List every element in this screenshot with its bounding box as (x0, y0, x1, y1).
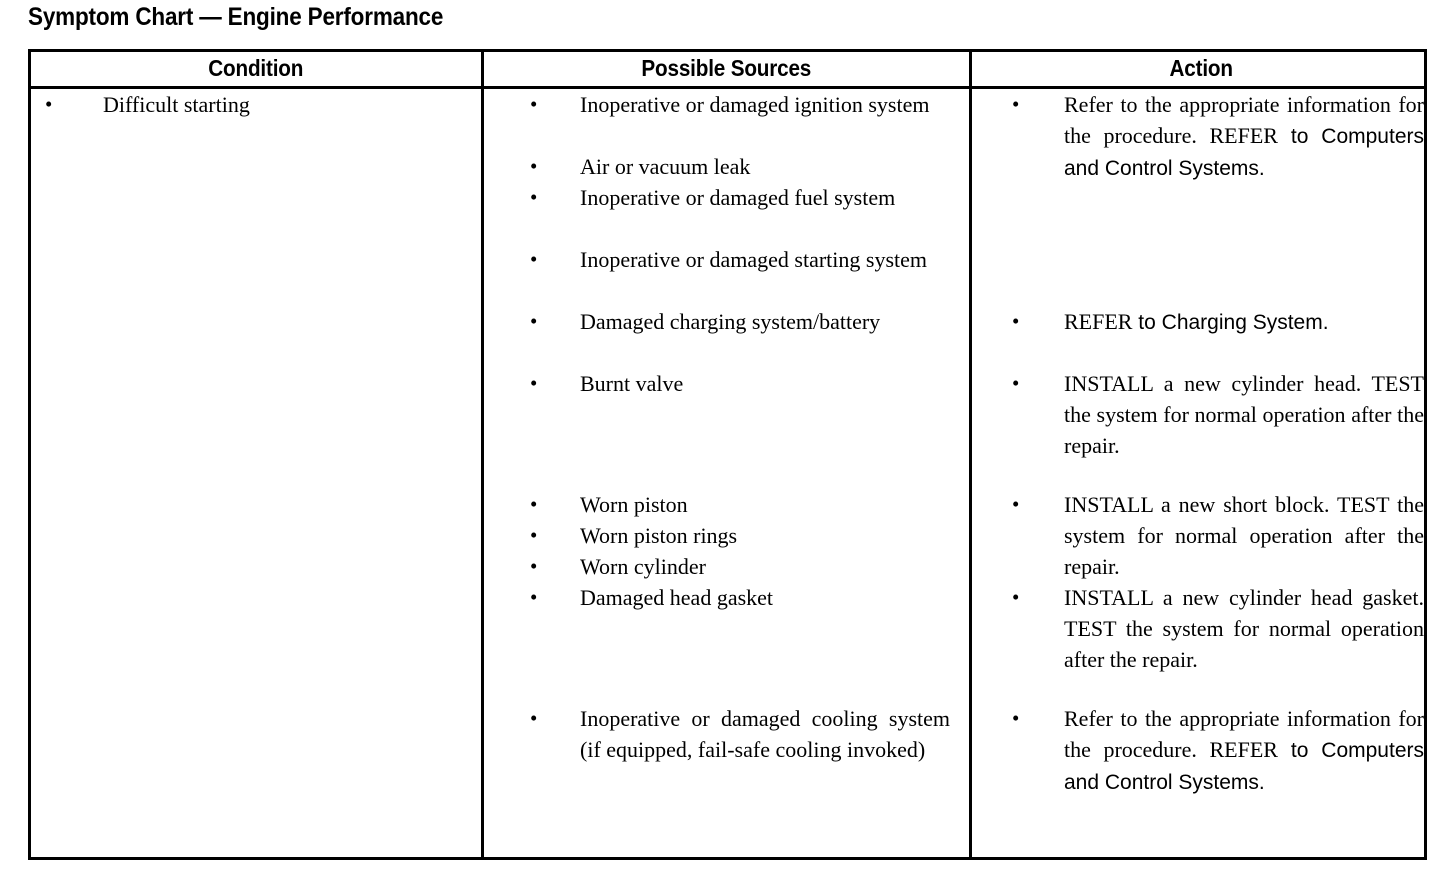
possible-source-item-0: • Inoperative or damaged ignition system (530, 89, 950, 120)
possible-source-item-6: • Worn piston (530, 489, 950, 520)
action-item-2: • INSTALL a new cylinder head. TEST the s… (1012, 368, 1424, 461)
bullet-icon: • (45, 92, 53, 116)
possible-source-item-8: • Worn cylinder (530, 551, 950, 582)
bullet-icon: • (1012, 492, 1020, 516)
action-item-cross-reference: to Charging System. (1132, 311, 1329, 334)
action-item-5: • Refer to the appropriate information fo… (1012, 703, 1424, 798)
bullet-icon: • (530, 185, 538, 209)
action-item-text: INSTALL a new cylinder head. TEST the sy… (1064, 371, 1424, 458)
column-header-possible-sources-label: Possible Sources (641, 55, 812, 81)
action-item-text: REFER to Charging System. (1064, 306, 1424, 338)
bullet-icon: • (1012, 706, 1020, 730)
cell-action: • Refer to the appropriate information fo… (972, 89, 1430, 857)
action-item-lead: Refer to the appropriate information for… (1064, 92, 1424, 148)
page-title: Symptom Chart — Engine Performance (28, 3, 444, 31)
possible-source-item-text: Damaged charging system/battery (580, 309, 881, 334)
column-header-action-label: Action (1169, 55, 1233, 81)
possible-source-item-text: Inoperative or damaged cooling system (i… (580, 706, 950, 762)
possible-source-item-2: • Inoperative or damaged fuel system (530, 182, 950, 213)
bullet-icon: • (530, 92, 538, 116)
column-header-condition: Condition (31, 52, 481, 86)
action-item-cross-reference: to Computers and Control Systems. (1064, 739, 1424, 794)
bullet-icon: • (530, 309, 538, 333)
column-header-condition-label: Condition (208, 55, 304, 81)
possible-source-item-text: Worn piston (580, 492, 688, 517)
column-header-possible-sources: Possible Sources (484, 52, 969, 86)
action-item-cross-reference: to Computers and Control Systems. (1064, 125, 1424, 180)
possible-source-item-1: • Air or vacuum leak (530, 151, 950, 182)
possible-source-item-text: Inoperative or damaged ignition system (580, 92, 930, 117)
header-divider-rule (31, 86, 1424, 89)
cell-condition: • Difficult starting (31, 89, 481, 857)
table-body: • Difficult starting • Inoperative or dama… (31, 89, 1424, 857)
bullet-icon: • (530, 371, 538, 395)
action-item-lead: Refer to the appropriate information for… (1064, 706, 1424, 762)
possible-source-item-text: Inoperative or damaged starting system (580, 247, 928, 272)
symptom-chart-table: Condition Possible Sources Action • Diffi… (28, 49, 1427, 860)
bullet-icon: • (530, 247, 538, 271)
action-item-text: INSTALL a new short block. TEST the syst… (1064, 492, 1424, 579)
bullet-icon: • (1012, 371, 1020, 395)
condition-item-0: • Difficult starting (45, 89, 465, 120)
action-item-0: • Refer to the appropriate information fo… (1012, 89, 1424, 184)
possible-source-item-text: Worn cylinder (580, 554, 706, 579)
bullet-icon: • (530, 492, 538, 516)
possible-source-item-text: Air or vacuum leak (580, 154, 751, 179)
bullet-icon: • (1012, 585, 1020, 609)
condition-item-text: Difficult starting (103, 92, 250, 117)
action-item-4: • INSTALL a new cylinder head gasket. TES… (1012, 582, 1424, 675)
action-item-1: • REFER to Charging System. (1012, 306, 1424, 338)
possible-source-item-9: • Damaged head gasket (530, 582, 950, 613)
possible-source-item-text: Burnt valve (580, 371, 684, 396)
column-header-action: Action (972, 52, 1430, 86)
bullet-icon: • (530, 706, 538, 730)
column-divider-1 (481, 52, 484, 857)
possible-source-item-4: • Damaged charging system/battery (530, 306, 950, 337)
action-item-text: Refer to the appropriate information for… (1064, 89, 1424, 184)
bullet-icon: • (1012, 92, 1020, 116)
possible-source-item-text: Inoperative or damaged fuel system (580, 185, 896, 210)
action-item-text: INSTALL a new cylinder head gasket. TEST… (1064, 585, 1424, 672)
bullet-icon: • (530, 585, 538, 609)
action-item-text: Refer to the appropriate information for… (1064, 703, 1424, 798)
possible-source-item-7: • Worn piston rings (530, 520, 950, 551)
possible-source-item-10: • Inoperative or damaged cooling system (… (530, 703, 950, 765)
possible-source-item-3: • Inoperative or damaged starting system (530, 244, 950, 275)
action-item-3: • INSTALL a new short block. TEST the sys… (1012, 489, 1424, 582)
bullet-icon: • (1012, 309, 1020, 333)
table-header-row: Condition Possible Sources Action (31, 52, 1424, 86)
bullet-icon: • (530, 523, 538, 547)
column-divider-2 (969, 52, 972, 857)
cell-possible-sources: •Inoperative or damaged ignition system•… (484, 89, 969, 857)
bullet-icon: • (530, 154, 538, 178)
bullet-icon: • (530, 554, 538, 578)
possible-source-item-5: • Burnt valve (530, 368, 950, 399)
action-item-lead: REFER (1064, 309, 1133, 334)
possible-source-item-text: Damaged head gasket (580, 585, 774, 610)
possible-source-item-text: Worn piston rings (580, 523, 738, 548)
